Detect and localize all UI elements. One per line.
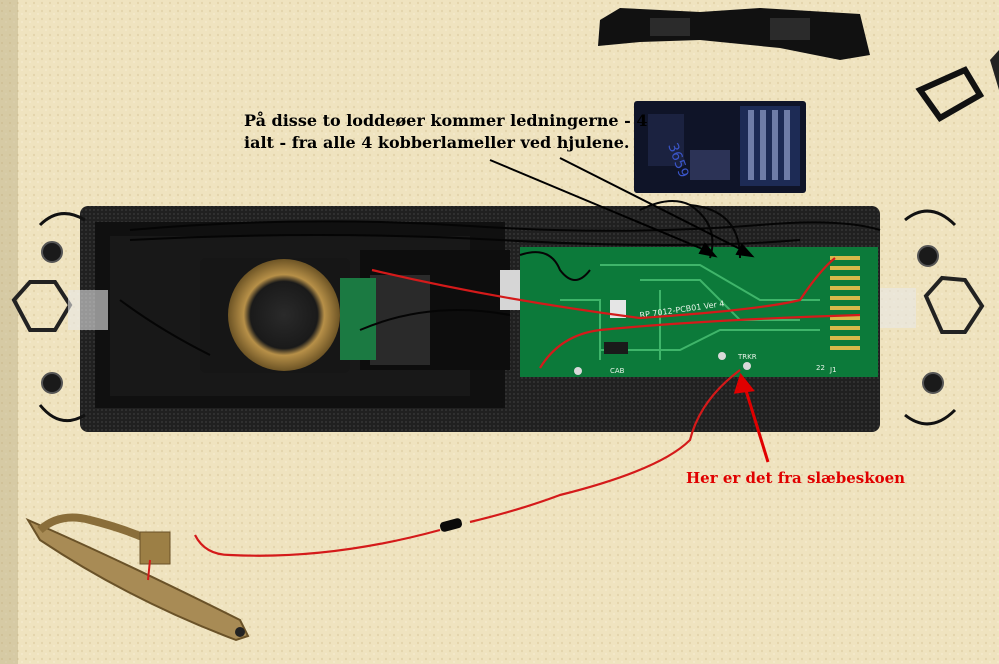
heatshrink bbox=[439, 518, 463, 532]
pcb-j1-label: J1 bbox=[829, 366, 837, 374]
dark-corner bbox=[0, 0, 18, 664]
solder-pad-note: På disse to loddeøer kommer ledningerne … bbox=[244, 110, 664, 154]
dcc-decoder: 3659 bbox=[634, 101, 806, 193]
pickup-shoe-note: Her er det fra slæbeskoen bbox=[686, 469, 906, 487]
red-wires bbox=[194, 257, 861, 557]
solder-pad-note-line2: ialt - fra alle 4 kobberlameller ved hju… bbox=[244, 133, 630, 152]
pcb-pin22-label: 22 bbox=[816, 364, 825, 372]
pcb-board: RP 7012-PCB01 Ver 4 CAB TRKR J1 22 bbox=[520, 247, 878, 377]
pcb-trkr-label: TRKR bbox=[737, 353, 757, 361]
loose-step-part bbox=[915, 50, 999, 122]
loose-bogie-frame bbox=[598, 8, 870, 60]
pickup-shoe bbox=[25, 513, 250, 642]
black-annotation-arrows bbox=[489, 157, 755, 258]
solder-pad-note-line1: På disse to loddeøer kommer ledningerne … bbox=[244, 111, 648, 130]
red-annotation-arrow bbox=[733, 372, 770, 463]
pcb-cab-label: CAB bbox=[610, 367, 625, 375]
black-wires bbox=[119, 200, 881, 356]
speaker bbox=[200, 258, 376, 373]
